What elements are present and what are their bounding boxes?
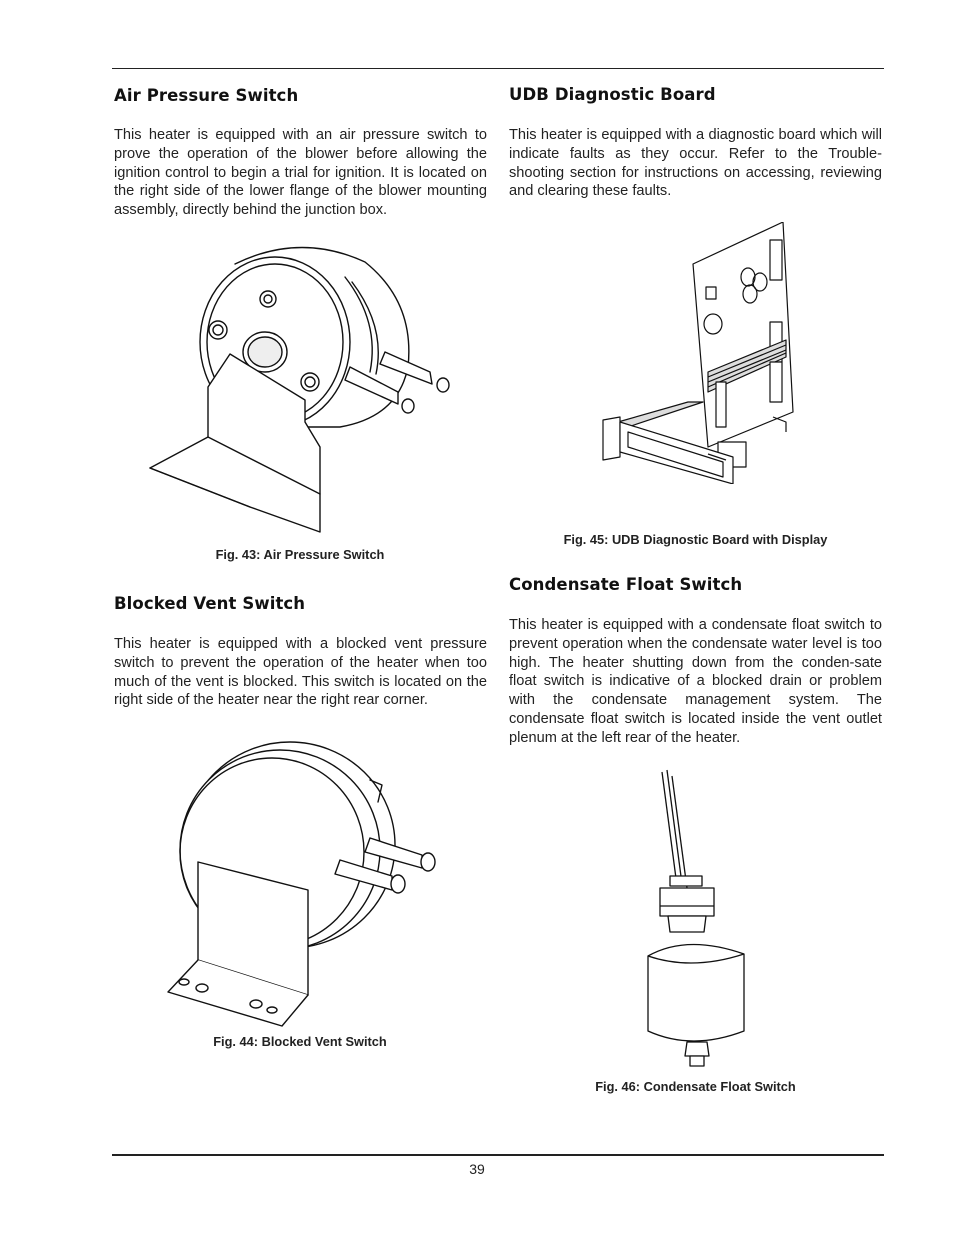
udb-diagnostic-board-illustration xyxy=(602,222,794,484)
blocked-vent-switch-illustration xyxy=(167,741,436,1027)
fig-43-caption: Fig. 43: Air Pressure Switch xyxy=(215,547,385,562)
fig-44-caption: Fig. 44: Blocked Vent Switch xyxy=(213,1034,387,1049)
air-pressure-switch-illustration xyxy=(149,246,450,533)
header-rule xyxy=(112,68,884,69)
fig-45-caption: Fig. 45: UDB Diagnostic Board with Displ… xyxy=(563,532,828,547)
condensate-heading: Condensate Float Switch xyxy=(509,575,743,594)
air-pressure-heading: Air Pressure Switch xyxy=(114,86,299,105)
blocked-vent-text: This heater is equipped with a blocked v… xyxy=(114,636,487,709)
udb-text: This heater is equipped with a diagnosti… xyxy=(509,127,882,200)
footer-rule xyxy=(112,1154,884,1156)
blocked-vent-heading: Blocked Vent Switch xyxy=(114,594,306,613)
condensate-text: This heater is equipped with a condensat… xyxy=(509,617,882,746)
page-number: 39 xyxy=(469,1161,485,1177)
udb-heading: UDB Diagnostic Board xyxy=(509,85,716,104)
air-pressure-text: This heater is equipped with an air pres… xyxy=(114,127,487,219)
condensate-float-switch-illustration xyxy=(647,769,745,1067)
fig-46-caption: Fig. 46: Condensate Float Switch xyxy=(595,1079,796,1094)
